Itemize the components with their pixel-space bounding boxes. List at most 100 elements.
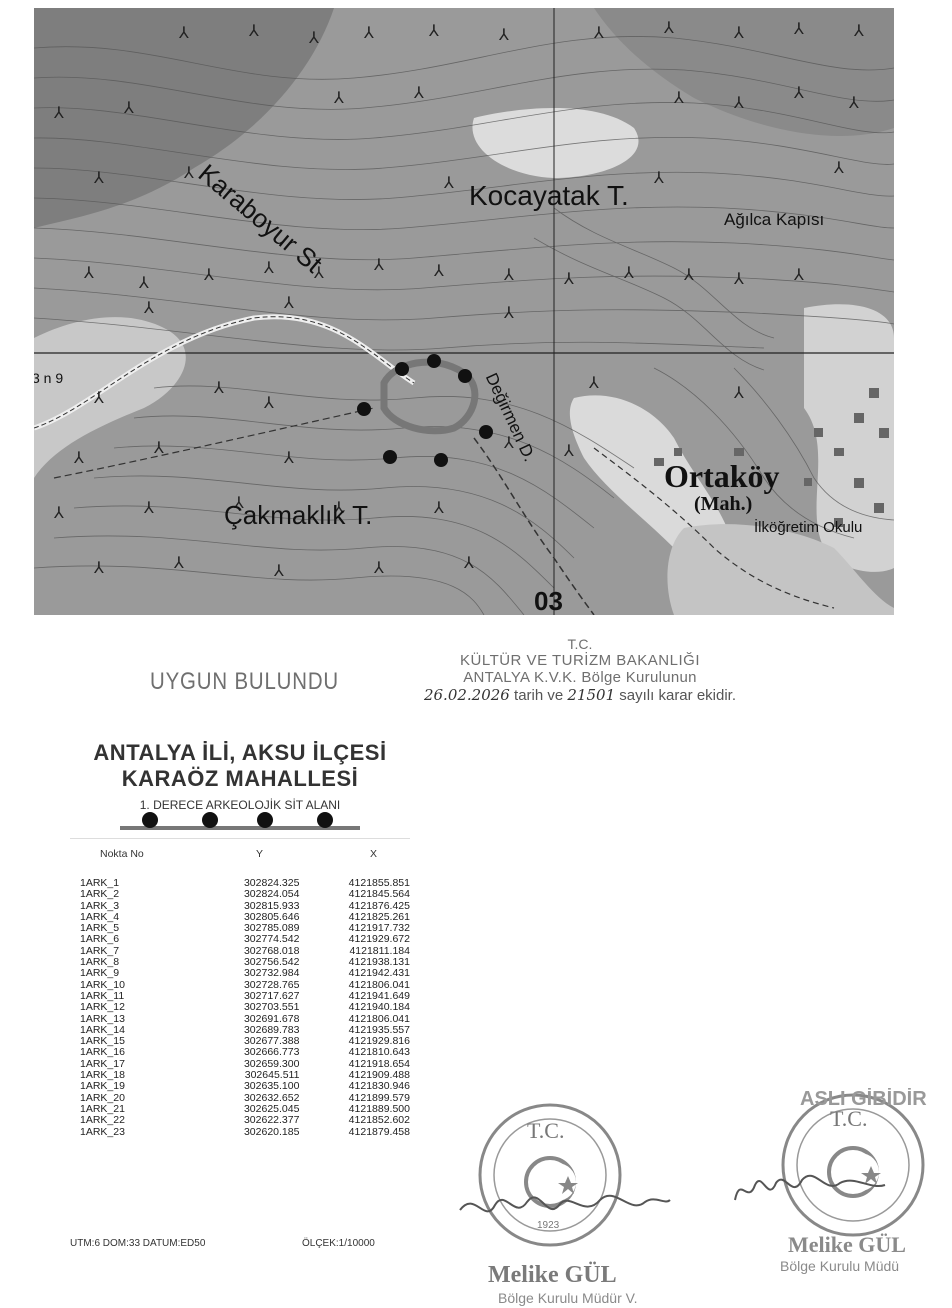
x-coordinate-cell: 4121929.816 [348, 1035, 410, 1048]
svg-text:⅄: ⅄ [853, 23, 864, 40]
seal-right-graphic [781, 1093, 925, 1237]
y-coordinate-cell: 302689.783 [243, 1023, 300, 1036]
x-coordinate-cell: 4121917.732 [348, 922, 410, 935]
svg-text:⅄: ⅄ [733, 25, 744, 42]
svg-text:⅄: ⅄ [733, 271, 744, 288]
official-seal-right: T.C. [778, 1090, 928, 1240]
seal-right-tc: T.C. [830, 1106, 868, 1131]
svg-text:⅄: ⅄ [433, 263, 444, 280]
approval-decision-no: 21501 [567, 686, 616, 704]
y-coordinate-cell: 302756.542 [243, 956, 300, 969]
asil-gibi-stamp: ASLI GİBİDİR [800, 1088, 927, 1110]
y-coordinate-cell: 302728.765 [243, 978, 300, 991]
svg-text:⅄: ⅄ [413, 85, 424, 102]
map-label-school: İlköğretim Okulu [754, 519, 863, 536]
point-id-cell: 1ARK_21 [80, 1102, 125, 1115]
svg-text:⅄: ⅄ [563, 271, 574, 288]
y-coordinate-cell: 302645.511 [244, 1069, 300, 1082]
y-coordinate-cell: 302805.646 [243, 910, 300, 923]
svg-text:⅄: ⅄ [143, 300, 154, 317]
svg-text:⅄: ⅄ [263, 395, 274, 412]
topographic-map: ⅄⅄⅄ ⅄⅄⅄ ⅄⅄⅄⅄⅄ ⅄⅄⅄⅄ ⅄⅄⅄⅄ ⅄⅄⅄⅄⅄ ⅄⅄⅄⅄ ⅄⅄⅄⅄ … [34, 8, 894, 615]
point-id-cell: 1ARK_9 [80, 967, 120, 980]
svg-text:⅄: ⅄ [233, 495, 244, 512]
col-header-nokta: Nokta No [100, 848, 144, 860]
svg-text:⅄: ⅄ [283, 295, 294, 312]
svg-text:⅄: ⅄ [333, 90, 344, 107]
svg-text:⅄: ⅄ [498, 27, 509, 44]
svg-text:⅄: ⅄ [173, 555, 184, 572]
svg-text:⅄: ⅄ [793, 267, 804, 284]
svg-text:⅄: ⅄ [273, 563, 284, 580]
x-coordinate-cell: 4121940.184 [348, 1001, 410, 1014]
official-seal-left: T.C. 1923 [475, 1100, 625, 1250]
svg-text:⅄: ⅄ [183, 165, 194, 182]
x-coordinate-cell: 4121806.041 [348, 1012, 410, 1025]
y-coordinate-cell: 302620.185 [243, 1125, 300, 1138]
x-coordinate-cell: 4121852.602 [348, 1114, 410, 1127]
point-id-cell: 1ARK_14 [80, 1023, 125, 1036]
svg-text:⅄: ⅄ [683, 267, 694, 284]
map-label-hill-cakmaklik: Çakmaklık T. [224, 500, 373, 530]
svg-text:⅄: ⅄ [73, 450, 84, 467]
col-header-x: X [370, 848, 378, 860]
svg-text:⅄: ⅄ [333, 500, 344, 517]
legend-title-line1: ANTALYA İLİ, AKSU İLÇESİ [93, 740, 387, 765]
seal-left-graphic [478, 1103, 622, 1247]
svg-text:⅄: ⅄ [203, 267, 214, 284]
site-legend-panel: ANTALYA İLİ, AKSU İLÇESİ KARAÖZ MAHALLES… [70, 740, 410, 1260]
y-coordinate-cell: 302635.100 [243, 1080, 300, 1093]
svg-text:⅄: ⅄ [443, 175, 454, 192]
point-id-cell: 1ARK_22 [80, 1114, 125, 1127]
map-label-hill-kocayatak: Kocayatak T. [469, 180, 629, 211]
approval-line3: ANTALYA K.V.K. Bölge Kurulunun [463, 669, 697, 686]
svg-text:⅄: ⅄ [178, 25, 189, 42]
svg-text:⅄: ⅄ [263, 260, 274, 277]
svg-text:⅄: ⅄ [673, 90, 684, 107]
legend-footer-scale: ÖLÇEK:1/10000 [302, 1238, 375, 1249]
svg-text:⅄: ⅄ [308, 30, 319, 47]
svg-text:⅄: ⅄ [733, 95, 744, 112]
y-coordinate-cell: 302703.551 [243, 1001, 300, 1014]
x-coordinate-cell: 4121938.131 [348, 956, 410, 969]
svg-text:⅄: ⅄ [428, 23, 439, 40]
svg-text:⅄: ⅄ [363, 25, 374, 42]
table-row: 1ARK_22 302622.377 4121852.602 [80, 1114, 410, 1127]
svg-text:⅄: ⅄ [793, 85, 804, 102]
svg-text:⅄: ⅄ [313, 265, 324, 282]
x-coordinate-cell: 4121811.184 [349, 944, 410, 957]
point-id-cell: 1ARK_18 [80, 1069, 125, 1082]
point-id-cell: 1ARK_16 [80, 1046, 125, 1059]
y-coordinate-cell: 302625.045 [243, 1102, 300, 1115]
x-coordinate-cell: 4121855.851 [348, 877, 410, 889]
x-coordinate-cell: 4121942.431 [348, 967, 410, 980]
seal-left-tc: T.C. [527, 1118, 565, 1143]
signatory-name-left: Melike GÜL [488, 1262, 617, 1288]
approval-line4: 26.02.2026 tarih ve 21501 sayılı karar e… [390, 686, 770, 704]
svg-text:⅄: ⅄ [53, 505, 64, 522]
legend-subtitle: 1. DERECE ARKEOLOJİK SİT ALANI [139, 798, 341, 812]
site-boundary-points [357, 354, 493, 467]
y-coordinate-cell: 302717.627 [243, 989, 300, 1002]
legend-title-line2: KARAÖZ MAHALLESİ [121, 766, 359, 791]
signatory-title-left: Bölge Kurulu Müdür V. [498, 1290, 638, 1306]
svg-text:⅄: ⅄ [623, 265, 634, 282]
y-coordinate-cell: 302774.542 [243, 933, 300, 946]
y-coordinate-cell: 302785.089 [243, 922, 300, 935]
y-coordinate-cell: 302659.300 [243, 1057, 300, 1070]
y-coordinate-cell: 302815.933 [243, 899, 300, 912]
y-coordinate-cell: 302622.377 [243, 1114, 300, 1127]
x-coordinate-cell: 4121918.654 [348, 1057, 410, 1070]
